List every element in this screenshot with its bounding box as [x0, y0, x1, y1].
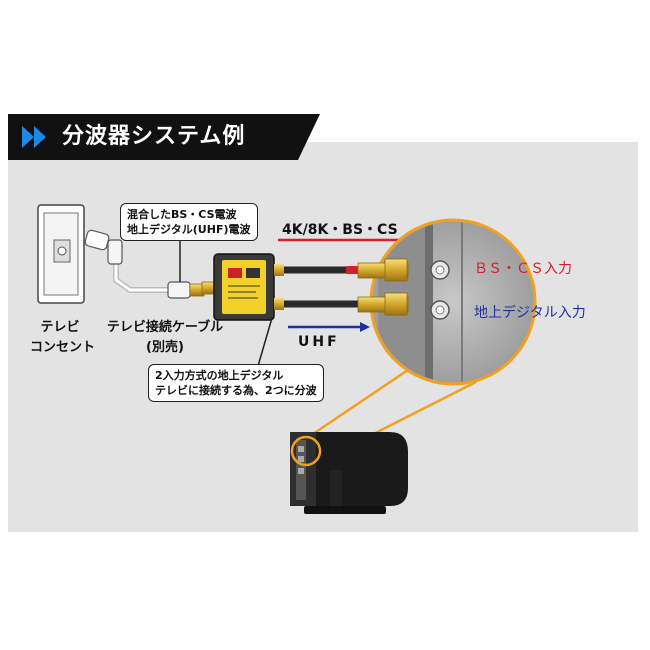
cable-label-line2: (別売): [146, 340, 184, 355]
split-callout-line2: テレビに接続する為、2つに分波: [155, 384, 317, 397]
outlet-label-line2: コンセント: [30, 340, 96, 355]
mixed-signal-callout: 混合したBS・CS電波 地上デジタル(UHF)電波: [120, 203, 258, 241]
outlet-label: テレビ コンセント: [30, 318, 96, 358]
outlet-label-line1: テレビ: [40, 320, 80, 335]
mixed-signal-callout-line2: 地上デジタル(UHF)電波: [127, 223, 251, 236]
page-title: 分波器システム例: [62, 124, 246, 149]
play-icon: [34, 126, 46, 148]
output-cables: [284, 266, 362, 308]
wall-outlet: [37, 204, 85, 304]
play-icon: [22, 126, 34, 148]
splitter-device: [201, 253, 284, 321]
tv-set: [290, 432, 408, 514]
mixed-signal-callout-line1: 混合したBS・CS電波: [127, 208, 237, 221]
tv-connection-cable: [84, 229, 205, 299]
uhf-arrow-head: [360, 322, 370, 332]
split-callout-line1: 2入力方式の地上デジタル: [155, 369, 284, 382]
input-label-uhf: 地上デジタル入力: [474, 305, 586, 321]
tv-port-highlight: [290, 435, 322, 467]
input-label-bs: ＢＳ・ＣＳ入力: [474, 261, 572, 277]
zoom-leader-line: [303, 368, 409, 442]
cable-label-line1: テレビ接続ケーブル: [106, 320, 224, 335]
cable-label: テレビ接続ケーブル (別売): [100, 318, 230, 358]
signal-label-bs: 4K/8K・BS・CS: [282, 222, 398, 238]
split-callout: 2入力方式の地上デジタル テレビに接続する為、2つに分波: [148, 364, 324, 402]
callout-leader: [257, 317, 273, 367]
header-banner: [8, 114, 320, 160]
signal-label-uhf: UHF: [298, 334, 340, 350]
